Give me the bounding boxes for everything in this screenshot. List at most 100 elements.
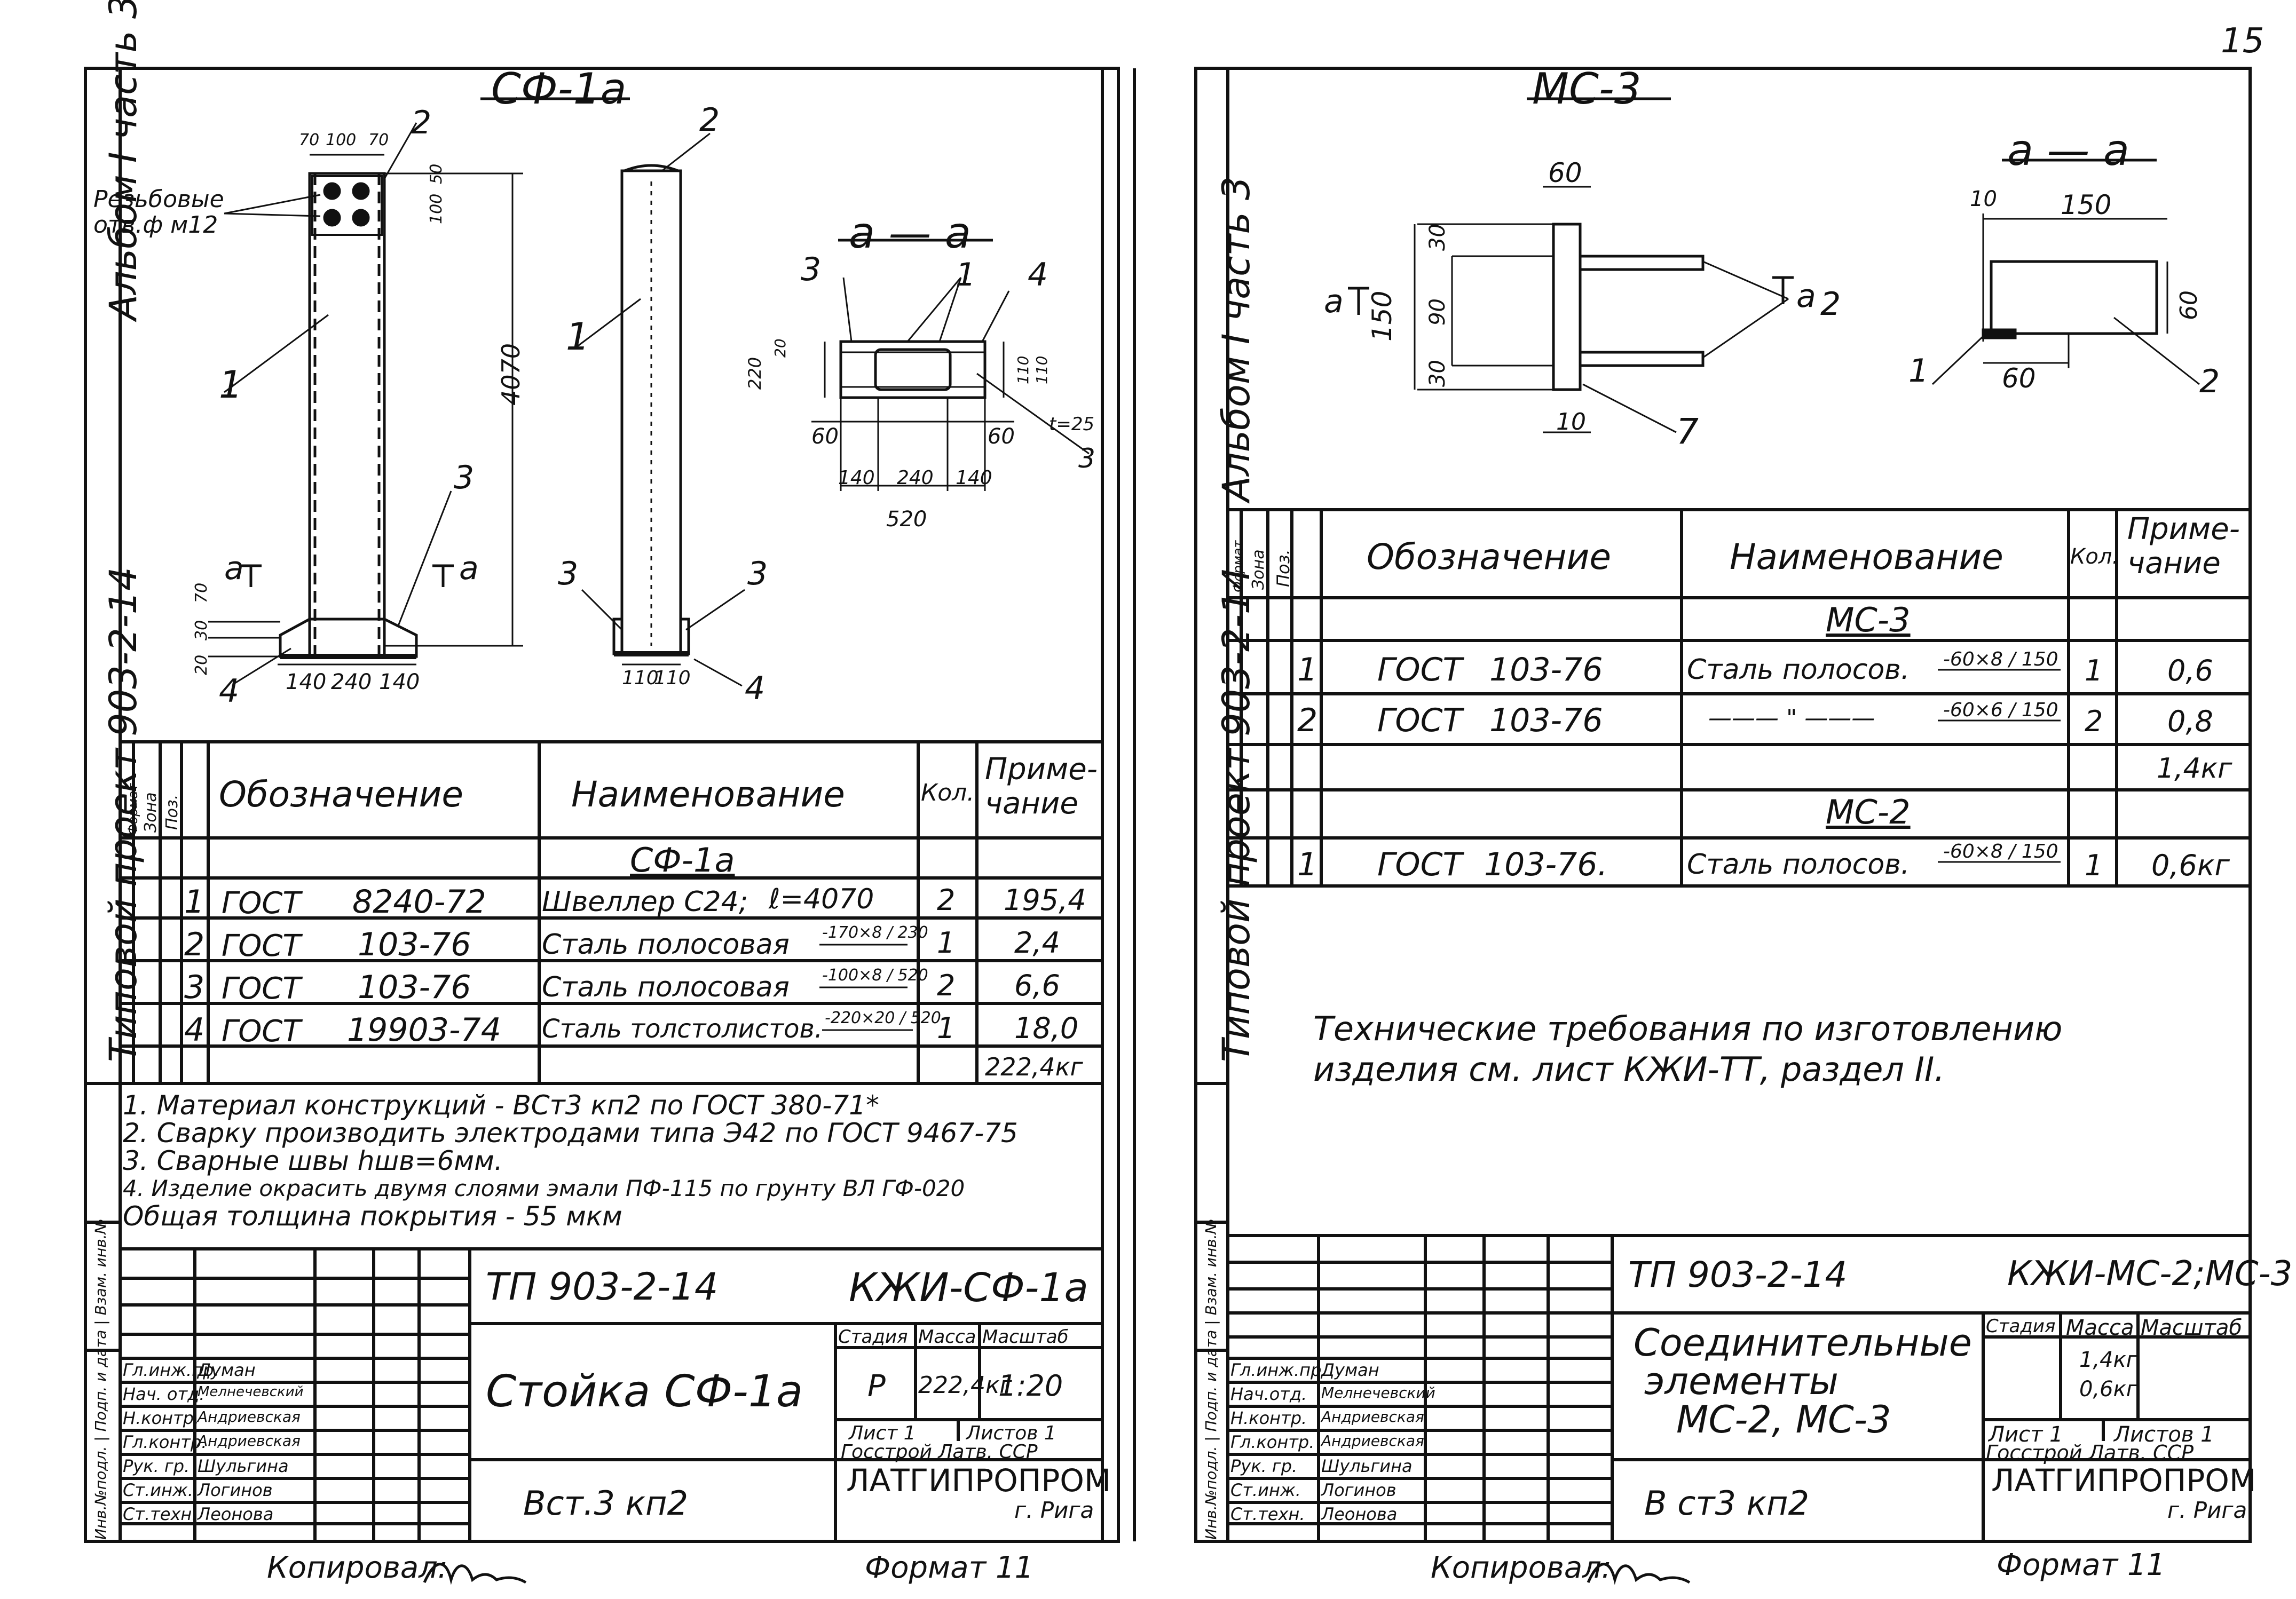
row-num: 19903-74 bbox=[347, 1011, 501, 1049]
role: Нач. отд. bbox=[123, 1384, 205, 1404]
row-num: 103-76. bbox=[1484, 846, 1608, 883]
signer-row: Н.контр. Андриевская bbox=[1230, 1408, 1435, 1432]
left-stamp-mass-h: Масса bbox=[918, 1326, 976, 1348]
callout-p1: 1 bbox=[219, 363, 243, 407]
right-stamp-org1: Госстрой Латв. ССР bbox=[1986, 1441, 2194, 1465]
name: Андриевская bbox=[1321, 1408, 1424, 1426]
row-num: 103-76 bbox=[1489, 702, 1603, 739]
row-pos: 1 bbox=[1297, 846, 1318, 883]
right-hdr-note: Приме-чание bbox=[2127, 512, 2240, 581]
note-2: 2. Сварку производить электродами типа Э… bbox=[123, 1118, 1018, 1149]
right-stamp-signers: Гл.инж.пр.Думан Нач.отд.Мелнечевский Н.к… bbox=[1230, 1360, 1435, 1528]
left-stamp-stage: Р bbox=[867, 1369, 886, 1404]
callout-p3: 3 bbox=[454, 459, 475, 496]
row-pos: 1 bbox=[1297, 651, 1318, 688]
sec-dim-60b: 60 bbox=[988, 424, 1015, 449]
r-sec-10: 10 bbox=[1970, 187, 1997, 211]
left-side-labels: Инв.№подл. | Подп. и дата | Взам. инв.№ bbox=[92, 1218, 109, 1540]
row-note: 0,8 bbox=[2167, 704, 2213, 738]
left-hole-label: Резьбовые отв.ф м12 bbox=[93, 186, 224, 239]
signer-row: Нач. отд.Мелнечевский bbox=[123, 1384, 304, 1408]
row-qty: 2 bbox=[2085, 704, 2103, 738]
r-sec-callout-1: 1 bbox=[1908, 352, 1929, 390]
signer-row: Ст.инж.Логинов bbox=[1230, 1480, 1435, 1504]
dim-top-70b: 70 bbox=[368, 131, 389, 149]
row-num: 103-76 bbox=[358, 926, 471, 963]
left-drawing-title: СФ-1а bbox=[491, 64, 627, 114]
left-hdr-designation: Обозначение bbox=[219, 774, 463, 815]
left-section-label: а — а bbox=[849, 208, 971, 258]
dim-top-100: 100 bbox=[326, 131, 357, 149]
row-extra: -220×20 / 520 bbox=[825, 1009, 941, 1027]
sec-dim-20: 20 bbox=[771, 338, 789, 358]
right-spine-album: Альбом I часть 3 bbox=[1214, 176, 1258, 502]
name: Логинов bbox=[1321, 1480, 1396, 1500]
r-dim-150: 150 bbox=[1367, 290, 1398, 342]
left-stamp-scale-h: Масштаб bbox=[982, 1326, 1069, 1348]
row-std: ГОСТ bbox=[222, 971, 301, 1006]
name: Шульгина bbox=[1321, 1456, 1413, 1476]
sec-dim-110a: 110 bbox=[1014, 355, 1032, 384]
name: Андриевская bbox=[198, 1408, 301, 1426]
signer-row: Гл.инж.пр.Думан bbox=[123, 1360, 304, 1384]
left-notes: 1. Материал конструкций - ВСт3 кп2 по ГО… bbox=[123, 1091, 1100, 1230]
left-cut-mark-2: а bbox=[459, 550, 479, 587]
right-stamp-stage-h: Стадия bbox=[1986, 1316, 2056, 1337]
right-spec-group2: МС-2 bbox=[1826, 793, 1911, 832]
right-hdr-zone: Зона bbox=[1249, 549, 1268, 590]
row-qty: 1 bbox=[937, 926, 956, 960]
note-1: 1. Материал конструкций - ВСт3 кп2 по ГО… bbox=[123, 1090, 879, 1121]
role: Гл.контр. bbox=[123, 1432, 207, 1452]
right-hdr-qty: Кол. bbox=[2070, 544, 2119, 569]
left-stamp-mass: 222,4кг bbox=[918, 1372, 1012, 1399]
name: Андриевская bbox=[198, 1432, 301, 1450]
row-num: 103-76 bbox=[1489, 651, 1603, 688]
left-copied: Копировал: bbox=[267, 1550, 448, 1585]
dim-right-50: 50 bbox=[427, 163, 446, 184]
left-spec-total: 222,4кг bbox=[985, 1052, 1083, 1081]
dim-bot-140b: 140 bbox=[379, 670, 420, 694]
left-stamp-sheets: Листов 1 bbox=[966, 1422, 1056, 1444]
left-hdr-name: Наименование bbox=[571, 774, 845, 815]
left-drawings bbox=[208, 97, 1090, 687]
row-name: Швеллер С24; bbox=[542, 886, 748, 918]
right-hdr-designation: Обозначение bbox=[1367, 536, 1611, 577]
signer-row: Гл.контр.Андриевская bbox=[1230, 1432, 1435, 1456]
callout-p2: 2 bbox=[411, 104, 432, 141]
right-hdr-pos: Поз. bbox=[1273, 549, 1293, 587]
right-stamp-project: ТП 903-2-14 bbox=[1628, 1254, 1848, 1295]
row-extra: -60×8 / 150 bbox=[1943, 648, 2058, 670]
row-name: Сталь полосовая bbox=[542, 929, 790, 961]
row-qty: 2 bbox=[937, 883, 956, 917]
left-stamp-city: г. Рига bbox=[1014, 1497, 1094, 1523]
dim-bot-70: 70 bbox=[192, 582, 211, 603]
left-hdr-note: Приме-чание bbox=[985, 752, 1098, 821]
signer-row: Ст.техн.Леонова bbox=[123, 1504, 304, 1528]
right-copied: Копировал: bbox=[1431, 1550, 1612, 1585]
row-name: Сталь толстолистов. bbox=[542, 1014, 823, 1044]
r-callout-2: 2 bbox=[1820, 286, 1841, 323]
tech-req-line-2: изделия см. лист КЖИ-ТТ, раздел II. bbox=[1313, 1050, 1945, 1089]
row-extra: -60×8 / 150 bbox=[1943, 841, 2058, 862]
right-stamp-org2: ЛАТГИПРОПРОМ bbox=[1991, 1462, 2256, 1499]
role: Ст.техн. bbox=[123, 1504, 198, 1524]
left-hdr-zone: Зона bbox=[141, 792, 160, 833]
callout-s3a: 3 bbox=[558, 555, 579, 592]
row-name: ——— " ——— bbox=[1708, 704, 1875, 732]
left-stamp-signers: Гл.инж.пр.Думан Нач. отд.Мелнечевский Н.… bbox=[123, 1360, 304, 1528]
right-sheet-frame bbox=[1194, 67, 2252, 1543]
right-drawings bbox=[1348, 97, 2200, 433]
role: Н.контр. bbox=[1230, 1408, 1307, 1428]
r-cut-a1: а bbox=[1324, 283, 1344, 320]
row-note: 2,4 bbox=[1014, 926, 1060, 960]
right-spine-project: Типовой проект 903-2-14 bbox=[1214, 567, 1258, 1062]
name: Думан bbox=[198, 1360, 256, 1380]
left-hdr-pos: Поз. bbox=[163, 794, 182, 830]
sec-dim-140a: 140 bbox=[838, 467, 875, 489]
r-cut-a2: а bbox=[1796, 278, 1816, 315]
signer-row: Гл.инж.пр.Думан bbox=[1230, 1360, 1435, 1384]
left-stamp-stage-h: Стадия bbox=[838, 1326, 908, 1348]
name: Мелнечевский bbox=[198, 1384, 304, 1400]
role: Гл.инж.пр. bbox=[1230, 1360, 1327, 1380]
